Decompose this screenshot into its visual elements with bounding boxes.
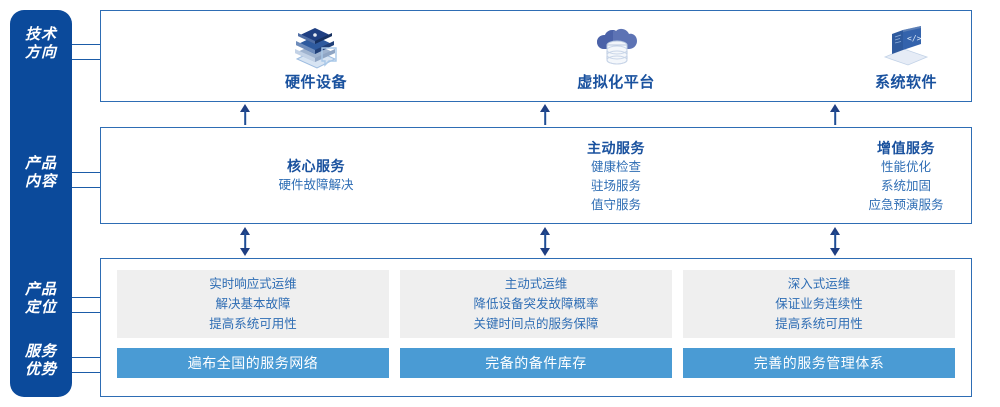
product-line: 值守服务 xyxy=(590,198,641,212)
laptop-code-icon: </> xyxy=(879,23,933,69)
positioning-gray-box: 主动式运维 降低设备突发故障概率 关键时间点的服务保障 xyxy=(400,270,672,338)
rail-label-line: 服务 xyxy=(24,343,57,360)
svg-text:</>: </> xyxy=(907,34,922,43)
cloud-database-icon xyxy=(589,23,643,69)
rail-label-line: 产品 xyxy=(24,281,57,298)
product-line: 硬件故障解决 xyxy=(278,178,354,192)
rail-label-service-advantage: 服务 优势 xyxy=(10,343,72,379)
arrow-double-virtualization xyxy=(535,227,555,256)
product-line: 健康检查 xyxy=(590,160,641,174)
connector-line xyxy=(72,297,100,298)
left-rail xyxy=(10,10,72,397)
product-line: 系统加固 xyxy=(880,179,931,193)
positioning-column-realtime[interactable]: 实时响应式运维 解决基本故障 提高系统可用性 遍布全国的服务网络 xyxy=(117,270,389,378)
product-line: 驻场服务 xyxy=(590,179,641,193)
tech-label: 虚拟化平台 xyxy=(577,73,655,91)
rail-label-line: 内容 xyxy=(24,173,57,190)
advantage-banner-spare-parts[interactable]: 完备的备件库存 xyxy=(400,348,672,378)
positioning-panel: 实时响应式运维 解决基本故障 提高系统可用性 遍布全国的服务网络 主动式运维 降… xyxy=(100,258,972,397)
arrow-double-hardware xyxy=(235,227,255,256)
positioning-line: 降低设备突发故障概率 xyxy=(473,297,599,311)
rail-label-line: 方向 xyxy=(24,44,57,61)
product-title: 主动服务 xyxy=(587,140,645,156)
arrow-up-system-software xyxy=(825,104,845,125)
positioning-line: 解决基本故障 xyxy=(215,297,291,311)
product-column-core-service[interactable]: 核心服务 硬件故障解决 xyxy=(201,128,431,225)
positioning-column-proactive[interactable]: 主动式运维 降低设备突发故障概率 关键时间点的服务保障 完备的备件库存 xyxy=(400,270,672,378)
connector-line xyxy=(72,357,100,358)
arrow-double-system-software xyxy=(825,227,845,256)
product-title: 增值服务 xyxy=(877,140,935,156)
rail-label-line: 技术 xyxy=(24,26,57,43)
rail-label-line: 定位 xyxy=(24,299,57,316)
rail-label-line: 产品 xyxy=(24,155,57,172)
rail-label-tech-direction: 技术 方向 xyxy=(10,26,72,62)
connector-line xyxy=(72,44,100,45)
arrow-up-hardware xyxy=(235,104,255,125)
tech-direction-panel: 硬件设备 虚拟化平台 xyxy=(100,10,972,102)
positioning-gray-box: 深入式运维 保证业务连续性 提高系统可用性 xyxy=(683,270,955,338)
product-title: 核心服务 xyxy=(287,158,345,174)
positioning-line: 保证业务连续性 xyxy=(775,297,863,311)
tech-column-hardware[interactable]: 硬件设备 xyxy=(201,11,431,103)
connector-line xyxy=(72,172,100,173)
positioning-column-indepth[interactable]: 深入式运维 保证业务连续性 提高系统可用性 完善的服务管理体系 xyxy=(683,270,955,378)
positioning-line: 提高系统可用性 xyxy=(209,317,297,331)
product-line: 应急预演服务 xyxy=(868,198,944,212)
tech-column-system-software[interactable]: </> 系统软件 xyxy=(791,11,1000,103)
connector-line xyxy=(72,372,100,373)
arrow-up-virtualization xyxy=(535,104,555,125)
server-stack-icon xyxy=(289,23,343,69)
positioning-line: 实时响应式运维 xyxy=(209,277,297,291)
positioning-gray-box: 实时响应式运维 解决基本故障 提高系统可用性 xyxy=(117,270,389,338)
tech-label: 系统软件 xyxy=(874,73,937,91)
positioning-line: 深入式运维 xyxy=(787,277,851,291)
tech-column-virtualization[interactable]: 虚拟化平台 xyxy=(501,11,731,103)
tech-label: 硬件设备 xyxy=(284,73,347,91)
rail-label-product-content: 产品 内容 xyxy=(10,155,72,191)
product-line: 性能优化 xyxy=(880,160,931,174)
product-content-panel: 核心服务 硬件故障解决 主动服务 健康检查 驻场服务 值守服务 增值服务 性能优… xyxy=(100,127,972,224)
product-column-proactive-service[interactable]: 主动服务 健康检查 驻场服务 值守服务 xyxy=(501,128,731,225)
advantage-banner-management[interactable]: 完善的服务管理体系 xyxy=(683,348,955,378)
positioning-line: 主动式运维 xyxy=(504,277,568,291)
connector-line xyxy=(72,187,100,188)
rail-label-line: 优势 xyxy=(24,361,57,378)
connector-line xyxy=(72,59,100,60)
rail-label-product-positioning: 产品 定位 xyxy=(10,281,72,317)
product-column-value-added-service[interactable]: 增值服务 性能优化 系统加固 应急预演服务 xyxy=(791,128,1000,225)
positioning-line: 提高系统可用性 xyxy=(775,317,863,331)
advantage-banner-network[interactable]: 遍布全国的服务网络 xyxy=(117,348,389,378)
connector-line xyxy=(72,312,100,313)
positioning-line: 关键时间点的服务保障 xyxy=(473,317,599,331)
